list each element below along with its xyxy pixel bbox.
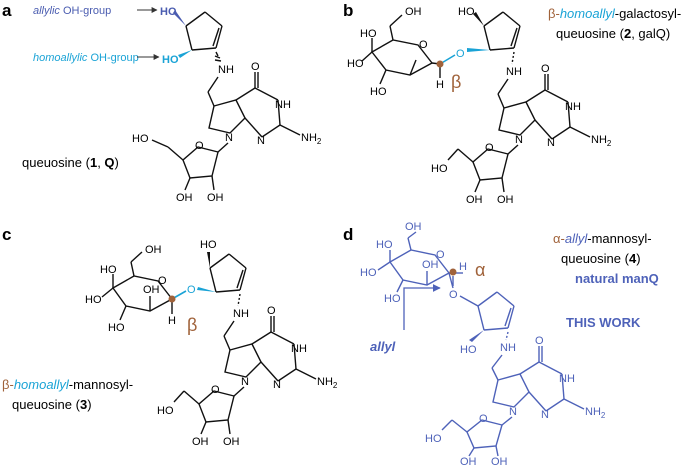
- atom-ho-4-d: HO: [376, 239, 393, 251]
- atom-n-ring-a: N: [257, 135, 265, 147]
- atom-oh-6-d: OH: [405, 221, 422, 233]
- atom-h-anomer-b: H: [436, 79, 444, 91]
- atom-nh-ring-d: NH: [559, 373, 575, 385]
- atom-oh-3prime-c: OH: [192, 436, 209, 448]
- atom-oh-3prime-a: OH: [176, 192, 193, 204]
- atom-ho-4-b: HO: [360, 28, 377, 40]
- atom-oh-6-b: OH: [405, 6, 422, 18]
- atom-o-glycosidic-c: O: [187, 284, 196, 296]
- atom-ho-5prime-b: HO: [431, 163, 448, 175]
- atom-o-glycosidic-b: O: [456, 48, 465, 60]
- atom-ho-3-c: HO: [85, 294, 102, 306]
- panel-c: c OH HO HO HO OH O H β O: [2, 225, 338, 448]
- atom-nh2-d: NH2: [585, 406, 606, 420]
- atom-n7-d: N: [509, 406, 517, 418]
- atom-ho-allylic-b: HO: [458, 6, 475, 18]
- atom-n-ring-b: N: [547, 137, 555, 149]
- atom-ho-2-d: HO: [384, 293, 401, 305]
- atom-n7-c: N: [241, 376, 249, 388]
- atom-o-ribose-a: O: [195, 140, 204, 152]
- anomer-alpha-d: α: [475, 260, 485, 280]
- atom-ho-homoallylic-d: HO: [460, 344, 477, 356]
- atom-h-anomer-c: H: [168, 315, 176, 327]
- panel-a: a allylic OH-group homoallylic OH-group …: [2, 1, 322, 204]
- atom-ho-3-b: HO: [347, 58, 364, 70]
- allyl-arrow: [403, 284, 441, 330]
- atom-ho-2-c: HO: [108, 322, 125, 334]
- anomer-beta-b: β: [451, 72, 461, 92]
- atom-o-carbonyl-b: O: [541, 63, 550, 75]
- atom-o-ribose-c: O: [211, 384, 220, 396]
- atom-o-ribose-d: O: [479, 413, 488, 425]
- atom-ho-4-c: HO: [100, 264, 117, 276]
- atom-o-carbonyl-a: O: [251, 61, 260, 73]
- caption-c-line1: β-homoallyl-mannosyl-: [2, 377, 133, 392]
- panel-b: b OH HO HO HO O H β O: [343, 1, 681, 206]
- atom-oh-6-c: OH: [145, 244, 162, 256]
- this-work-label: THIS WORK: [566, 315, 641, 330]
- anomer-beta-c: β: [187, 315, 197, 335]
- atom-nh-linker-a: NH: [218, 64, 234, 76]
- allyl-tag: allyl: [370, 339, 396, 354]
- caption-b-line2: queuosine (2, galQ): [556, 26, 670, 41]
- caption-d-line2: queuosine (4): [561, 251, 641, 266]
- atom-oh-2prime-b: OH: [497, 194, 514, 206]
- atom-n-ring-d: N: [541, 409, 549, 421]
- atom-o-ribose-b: O: [485, 142, 494, 154]
- atom-oh-2prime-c: OH: [223, 436, 240, 448]
- panel-d-letter: d: [343, 225, 353, 244]
- atom-nh2-b: NH2: [591, 134, 612, 148]
- atom-oh-3prime-b: OH: [466, 194, 483, 206]
- caption-b-line1: β-homoallyl-galactosyl-: [548, 6, 681, 21]
- atom-o-ring-b: O: [419, 39, 428, 51]
- caption-c-line2: queuosine (3): [12, 397, 92, 412]
- atom-nh2-c: NH2: [317, 376, 338, 390]
- atom-ho-5prime-c: HO: [157, 405, 174, 417]
- panel-d: d OH HO HO HO OH O H α O allyl: [343, 221, 659, 466]
- homoallylic-oh-label: homoallylic OH-group: [33, 52, 139, 64]
- atom-n7-b: N: [515, 134, 523, 146]
- atom-nh-linker-b: NH: [506, 66, 522, 78]
- atom-nh2-a: NH2: [301, 132, 322, 146]
- atom-ho-allylic-c: HO: [200, 239, 217, 251]
- atom-nh-linker-d: NH: [500, 342, 516, 354]
- atom-o-carbonyl-c: O: [267, 305, 276, 317]
- atom-o-ring-c: O: [158, 275, 167, 287]
- caption-a: queuosine (1, Q): [22, 155, 119, 170]
- atom-ho-allylic: HO: [160, 6, 177, 18]
- caption-d-line1: α-allyl-mannosyl-: [553, 231, 652, 246]
- atom-oh-2prime-d: OH: [491, 456, 508, 466]
- atom-o-ring-d: O: [436, 249, 445, 261]
- atom-nh-linker-c: NH: [233, 308, 249, 320]
- atom-n-ring-c: N: [273, 379, 281, 391]
- atom-ho-homoallylic: HO: [162, 54, 179, 66]
- allylic-oh-label: allylic OH-group: [33, 5, 111, 17]
- atom-h-anomer-d: H: [459, 261, 467, 273]
- atom-oh-3prime-d: OH: [460, 456, 477, 466]
- atom-ho-3-d: HO: [360, 267, 377, 279]
- panel-c-letter: c: [2, 225, 11, 244]
- atom-oh-2ax-c: OH: [143, 284, 160, 296]
- atom-oh-2prime-a: OH: [207, 192, 224, 204]
- atom-n7-a: N: [225, 132, 233, 144]
- atom-nh-ring-c: NH: [291, 343, 307, 355]
- atom-o-carbonyl-d: O: [535, 335, 544, 347]
- atom-ho-5prime-d: HO: [425, 433, 442, 445]
- atom-ho-5prime-a: HO: [132, 133, 149, 145]
- panel-a-letter: a: [2, 1, 12, 20]
- panel-b-letter: b: [343, 1, 353, 20]
- atom-nh-ring-b: NH: [565, 101, 581, 113]
- atom-oh-2ax-d: OH: [422, 259, 439, 271]
- atom-ho-2-b: HO: [370, 86, 387, 98]
- atom-nh-ring-a: NH: [275, 99, 291, 111]
- atom-o-glycosidic-d: O: [449, 289, 458, 301]
- natural-manq-label: natural manQ: [575, 271, 659, 286]
